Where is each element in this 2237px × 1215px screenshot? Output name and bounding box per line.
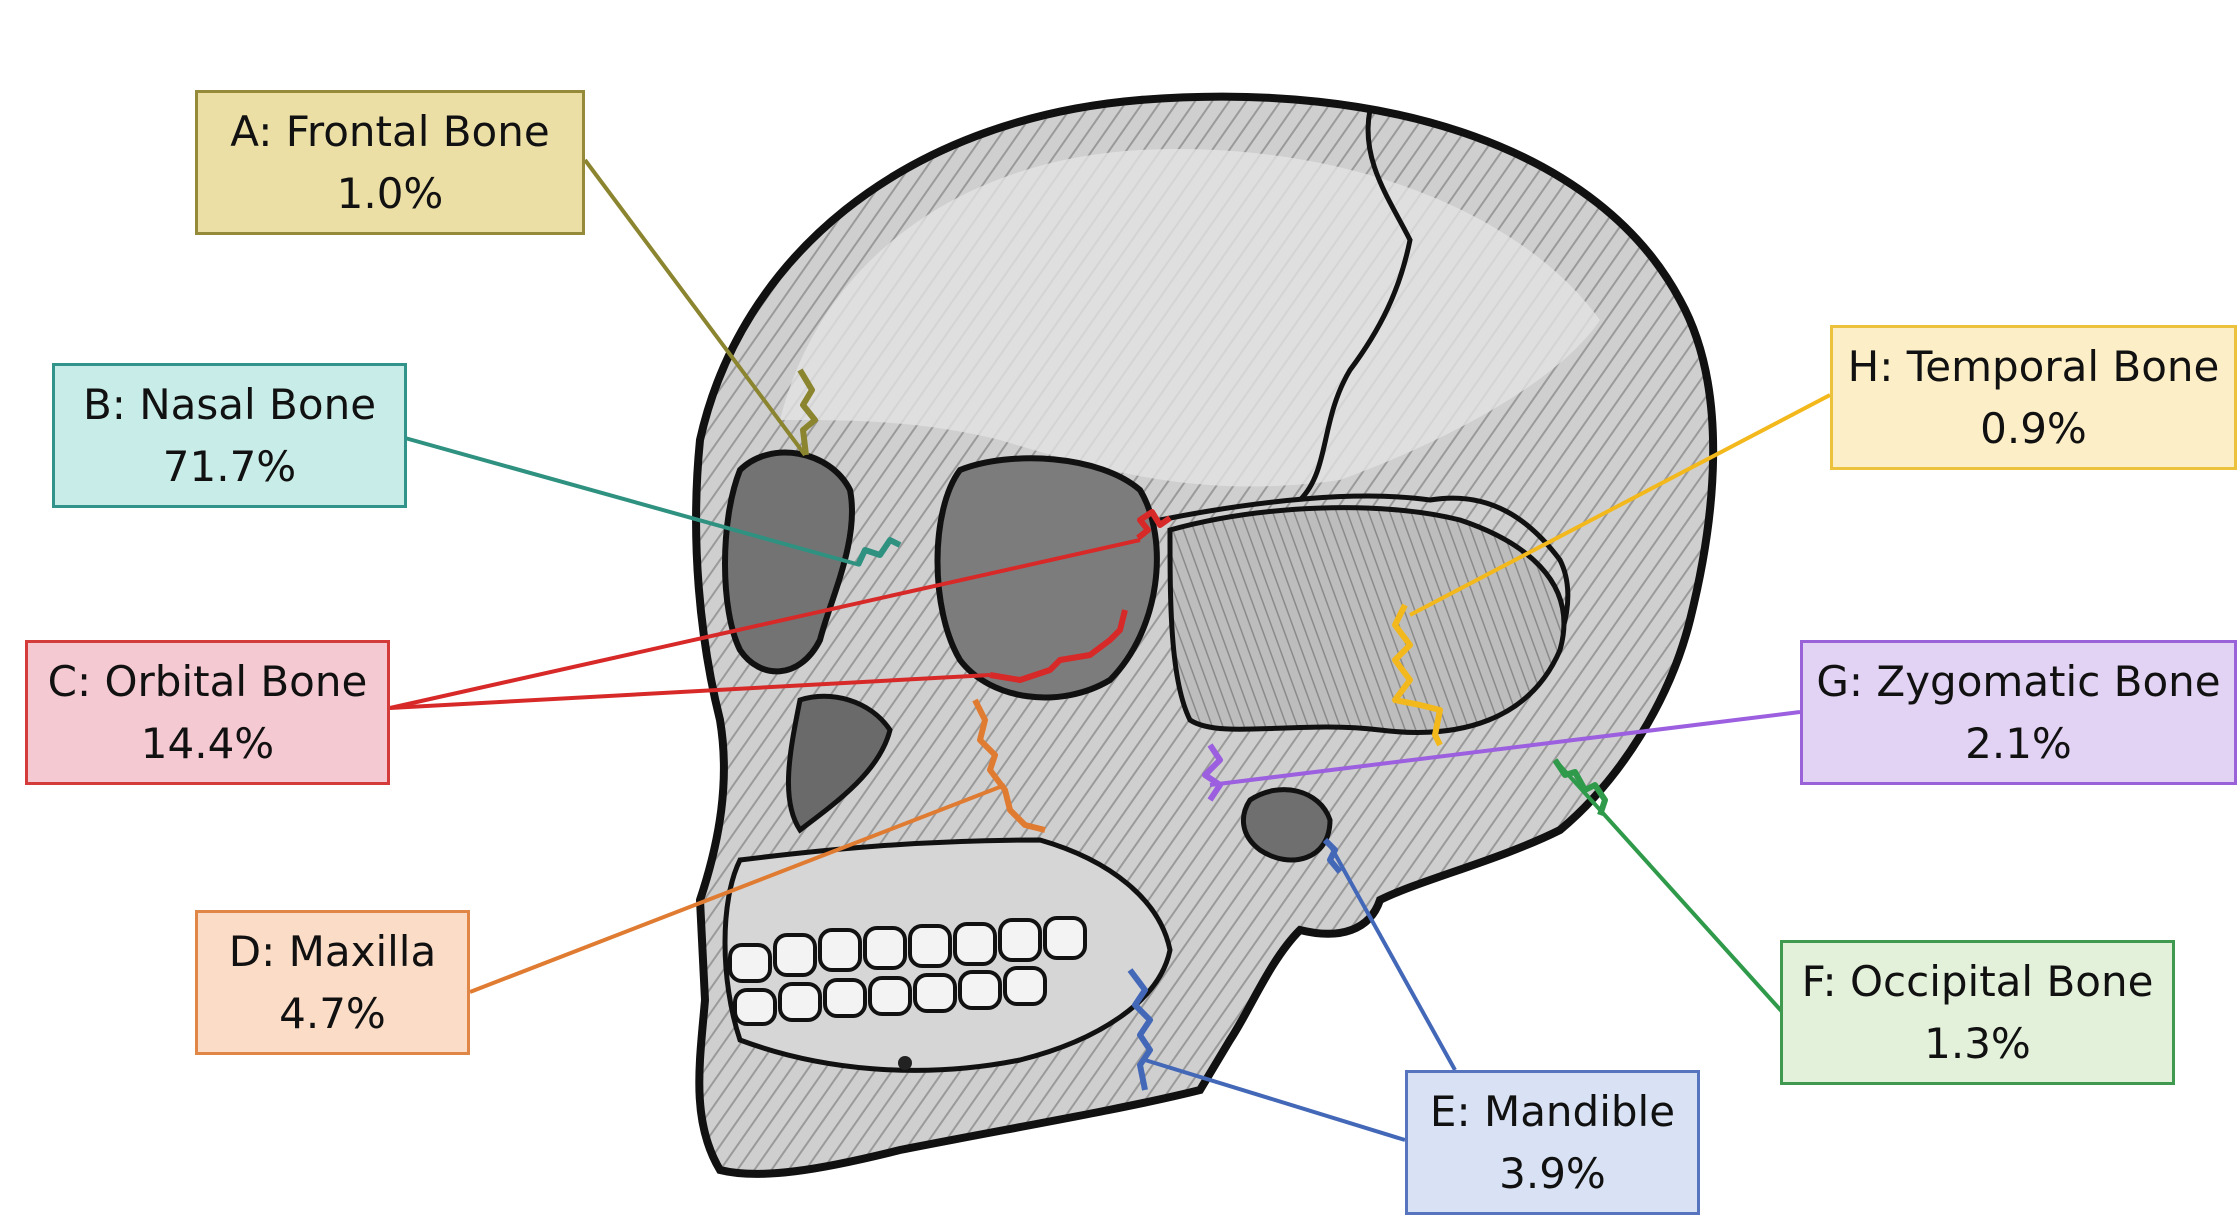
bone-name: H: Temporal Bone bbox=[1848, 336, 2220, 398]
bone-percentage: 2.1% bbox=[1965, 713, 2072, 775]
bone-name: F: Occipital Bone bbox=[1802, 951, 2154, 1013]
bone-name: G: Zygomatic Bone bbox=[1816, 651, 2220, 713]
temporal-fossa bbox=[1170, 508, 1564, 733]
bone-percentage: 0.9% bbox=[1980, 398, 2087, 460]
bone-percentage: 3.9% bbox=[1499, 1143, 1606, 1205]
connector-line-f bbox=[1555, 760, 1785, 1015]
bone-name: A: Frontal Bone bbox=[230, 101, 549, 163]
bone-percentage: 4.7% bbox=[279, 983, 386, 1045]
bone-percentage: 1.0% bbox=[337, 163, 444, 225]
mental-foramen bbox=[898, 1056, 912, 1070]
bone-name: D: Maxilla bbox=[229, 921, 436, 983]
bone-percentage: 1.3% bbox=[1924, 1013, 2031, 1075]
connector-line-e bbox=[1145, 1060, 1405, 1140]
bone-percentage: 14.4% bbox=[141, 713, 274, 775]
bone-percentage: 71.7% bbox=[163, 436, 296, 498]
bone-name: C: Orbital Bone bbox=[48, 651, 368, 713]
bone-name: E: Mandible bbox=[1430, 1081, 1675, 1143]
bone-name: B: Nasal Bone bbox=[83, 374, 376, 436]
ear-region bbox=[1243, 790, 1330, 860]
